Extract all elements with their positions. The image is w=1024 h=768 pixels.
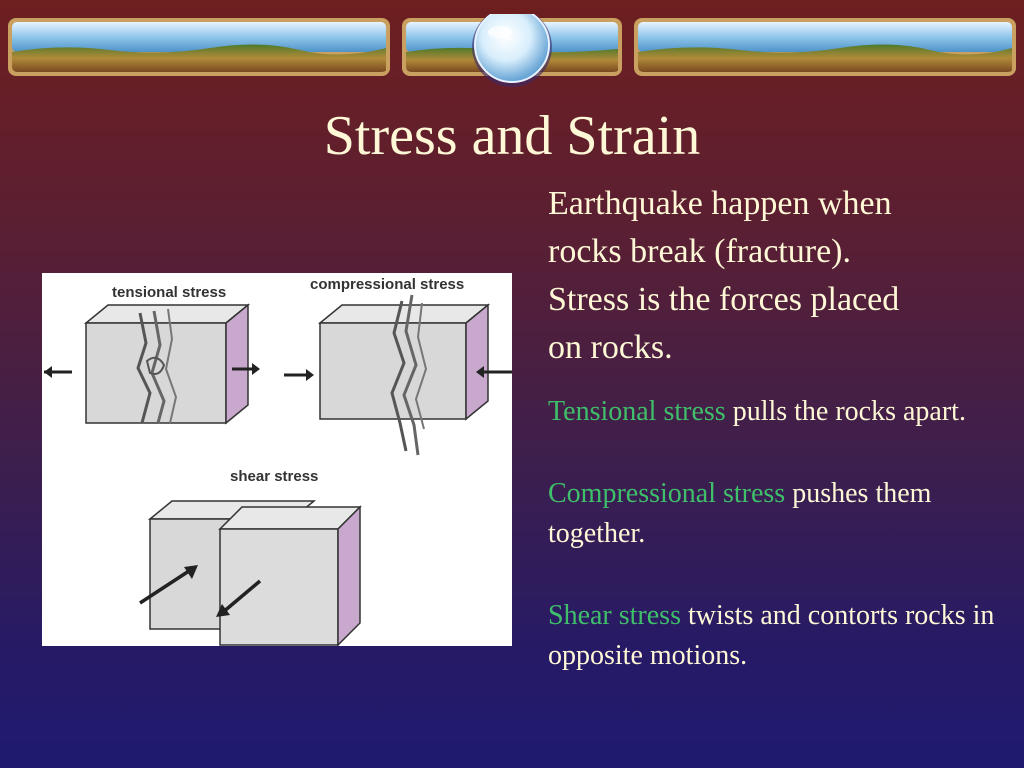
compression-arrow-right-icon <box>476 366 512 378</box>
shear-stress-block-front <box>218 505 362 646</box>
intro-line: Earthquake happen when <box>548 185 892 222</box>
stress-diagram-graphic: tensional stress compressional stress <box>44 276 512 646</box>
slide-title: Stress and Strain <box>323 105 701 167</box>
compressional-stress-label: compressional stress <box>310 276 464 293</box>
tensional-paragraph: Tensional stress pulls the rocks apart. <box>548 392 1008 432</box>
tensional-description: pulls the rocks apart. <box>725 396 966 427</box>
shear-arrow-down-icon <box>216 579 262 617</box>
intro-line: Stress is the forces placed <box>548 281 900 318</box>
tension-arrow-right-icon <box>232 363 260 375</box>
tensional-stress-block <box>83 303 251 425</box>
shear-stress-label: shear stress <box>230 468 318 485</box>
landscape-banner-graphic <box>8 7 1016 87</box>
globe-icon <box>472 7 552 87</box>
shear-arrow-up-icon <box>139 565 198 605</box>
compressional-paragraph: Compressional stress pushes them togethe… <box>548 474 1008 554</box>
intro-line: on rocks. <box>548 329 673 366</box>
tensional-term: Tensional stress <box>548 396 726 427</box>
stress-diagram: tensional stress compressional stress <box>42 273 512 646</box>
compressional-term: Compressional stress <box>548 478 786 509</box>
shear-term: Shear stress <box>548 600 681 631</box>
header-banner <box>0 7 1024 90</box>
slide-body: Earthquake happen when rocks break (frac… <box>548 180 1008 676</box>
tensional-stress-label: tensional stress <box>112 284 226 301</box>
intro-line: rocks break (fracture). <box>548 233 851 270</box>
intro-text: Earthquake happen when rocks break (frac… <box>548 180 1008 372</box>
compressional-description: pushes them together. <box>548 478 932 549</box>
tension-arrow-left-icon <box>44 366 72 378</box>
shear-paragraph: Shear stress twists and contorts rocks i… <box>548 596 1008 676</box>
compressional-stress-block <box>317 294 491 456</box>
compression-arrow-left-icon <box>284 369 314 381</box>
shear-description: twists and contorts rocks in opposite mo… <box>548 600 995 671</box>
